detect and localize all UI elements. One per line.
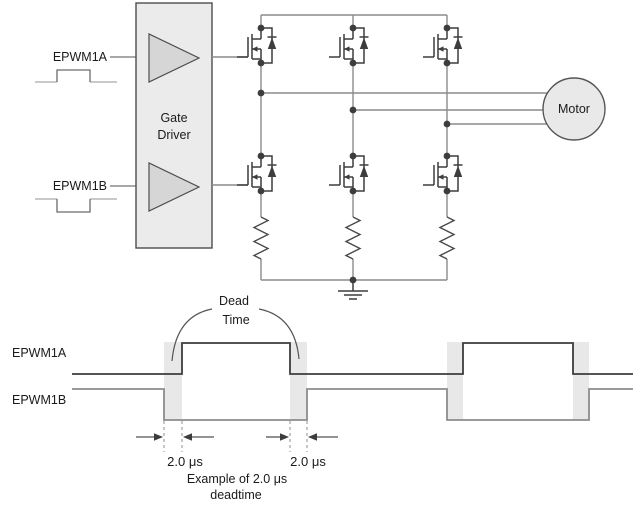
mosfet-icon <box>422 151 464 196</box>
timing-epwm1a-label: EPWM1A <box>12 346 67 360</box>
resistor-icon <box>253 216 269 260</box>
caption-line2: deadtime <box>210 488 261 502</box>
deadtime-label-line2: Time <box>222 313 249 327</box>
motor-label: Motor <box>558 102 590 116</box>
deadtime-value-left: 2.0 μs <box>167 454 203 469</box>
motor: Motor <box>542 77 606 141</box>
timing-diagram: EPWM1A EPWM1B Dead Time 2.0 μs 2.0 μs <box>12 294 633 502</box>
epwm1b-label: EPWM1B <box>53 179 107 193</box>
bridge-wiring <box>212 14 560 281</box>
motor-circle <box>542 77 606 141</box>
mosfet-icon <box>328 151 370 196</box>
gate-driver-block: Gate Driver <box>135 2 213 249</box>
mosfet-icon <box>328 23 370 68</box>
mosfet-icon <box>236 23 278 68</box>
timing-epwm1b-label: EPWM1B <box>12 393 66 407</box>
resistor-icon <box>439 216 455 260</box>
gate-driver-label-line1: Gate <box>160 111 187 125</box>
deadtime-brace-right <box>258 308 300 360</box>
deadtime-band <box>164 342 182 420</box>
deadtime-value-right: 2.0 μs <box>290 454 326 469</box>
deadtime-band <box>573 342 589 420</box>
mosfet-icon <box>422 23 464 68</box>
deadtime-callout: Dead Time <box>171 294 300 362</box>
epwm1a-input: EPWM1A <box>35 50 136 83</box>
junction-dot <box>349 106 357 114</box>
deadtime-band <box>290 342 307 420</box>
circuit-diagram: EPWM1A EPWM1B Gate Driver <box>35 2 606 300</box>
buffer-triangle-top-icon <box>148 33 201 83</box>
deadtime-label-line1: Dead <box>219 294 249 308</box>
mosfet-icon <box>236 151 278 196</box>
gate-driver-label-line2: Driver <box>157 128 190 142</box>
junction-dot <box>443 120 451 128</box>
pulse-high-icon <box>35 69 117 83</box>
buffer-triangle-bottom-icon <box>148 162 201 212</box>
caption-line1: Example of 2.0 μs <box>187 472 287 486</box>
epwm1a-label: EPWM1A <box>53 50 108 64</box>
pulse-low-icon <box>35 198 117 213</box>
epwm1a-waveform <box>72 342 633 375</box>
deadtime-arrow-left <box>136 433 214 441</box>
deadtime-arrow-right <box>266 433 338 441</box>
ground-icon <box>338 276 368 300</box>
gate-driver-box <box>135 2 213 249</box>
resistor-icon <box>345 216 361 260</box>
deadtime-band <box>447 342 463 420</box>
junction-dot <box>257 89 265 97</box>
epwm1b-waveform <box>72 388 633 421</box>
epwm1b-input: EPWM1B <box>35 179 136 213</box>
deadtime-brace-left <box>171 308 213 362</box>
